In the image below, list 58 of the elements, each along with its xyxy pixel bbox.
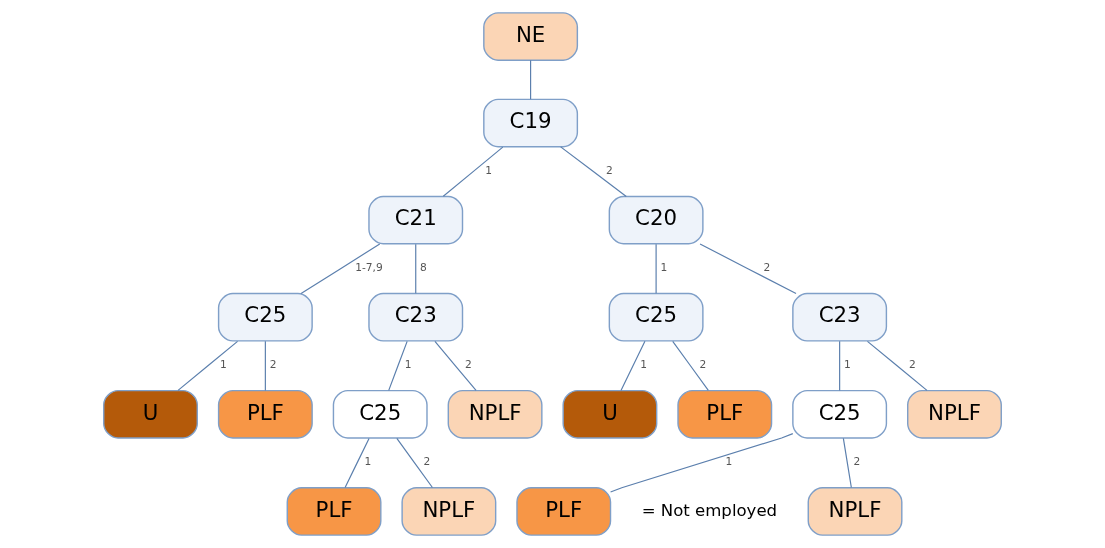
node-box: C23 xyxy=(368,292,464,342)
connector xyxy=(699,243,797,295)
node-box: NE xyxy=(483,12,579,61)
connector xyxy=(442,146,504,197)
node-box: C25 xyxy=(217,292,313,342)
connector xyxy=(620,340,646,391)
edge-label: 2 xyxy=(909,358,916,372)
edge-label: 2 xyxy=(423,455,431,469)
connector xyxy=(655,243,657,294)
connector xyxy=(396,437,433,489)
node-box: U xyxy=(103,389,198,439)
edge-label: 1-7,9 xyxy=(355,261,383,275)
edge-label: 2 xyxy=(605,164,613,178)
connector xyxy=(866,340,928,391)
connector xyxy=(434,340,477,391)
edge-label: 1 xyxy=(843,358,851,372)
node-box: PLF xyxy=(677,389,773,439)
node-box: NPLF xyxy=(447,389,543,439)
edge-label: 1 xyxy=(219,358,227,372)
connector xyxy=(264,340,266,391)
connector xyxy=(415,243,417,294)
edge-label: 1 xyxy=(404,358,412,372)
edge-label: 1 xyxy=(660,261,668,275)
node-box: NPLF xyxy=(807,487,903,536)
node-box: C25 xyxy=(792,389,888,439)
connector xyxy=(344,437,370,489)
node-box: C21 xyxy=(368,195,464,245)
edge-label: 2 xyxy=(699,358,707,372)
node-box: C25 xyxy=(608,292,704,342)
edge-label: 2 xyxy=(269,358,277,372)
edge-label: 2 xyxy=(465,358,472,372)
edge-label: 1 xyxy=(485,164,492,178)
connector xyxy=(530,59,532,100)
label: = Not employed xyxy=(641,500,778,520)
edge-label: 1 xyxy=(640,358,648,372)
node-box: C25 xyxy=(332,389,428,439)
connector xyxy=(672,340,709,391)
connector xyxy=(560,146,627,197)
node-box: C19 xyxy=(483,98,579,148)
edge-label: 8 xyxy=(420,261,427,275)
edge-label: 2 xyxy=(763,261,771,275)
connector xyxy=(610,433,794,493)
node-box: C23 xyxy=(792,292,888,342)
node-box: NPLF xyxy=(907,389,1002,439)
edge-label: 1 xyxy=(364,455,372,469)
connector xyxy=(177,340,239,391)
connector xyxy=(839,340,841,391)
node-box: NPLF xyxy=(401,487,497,536)
connector xyxy=(300,243,381,295)
connector xyxy=(388,340,408,391)
node-box: PLF xyxy=(286,487,382,536)
node-box: PLF xyxy=(516,487,612,536)
edge-label: 2 xyxy=(853,455,861,469)
node-box: C20 xyxy=(608,195,704,245)
node-box: U xyxy=(562,389,658,439)
connector xyxy=(842,437,852,489)
edge-label: 1 xyxy=(725,455,733,469)
node-box: PLF xyxy=(217,389,313,439)
